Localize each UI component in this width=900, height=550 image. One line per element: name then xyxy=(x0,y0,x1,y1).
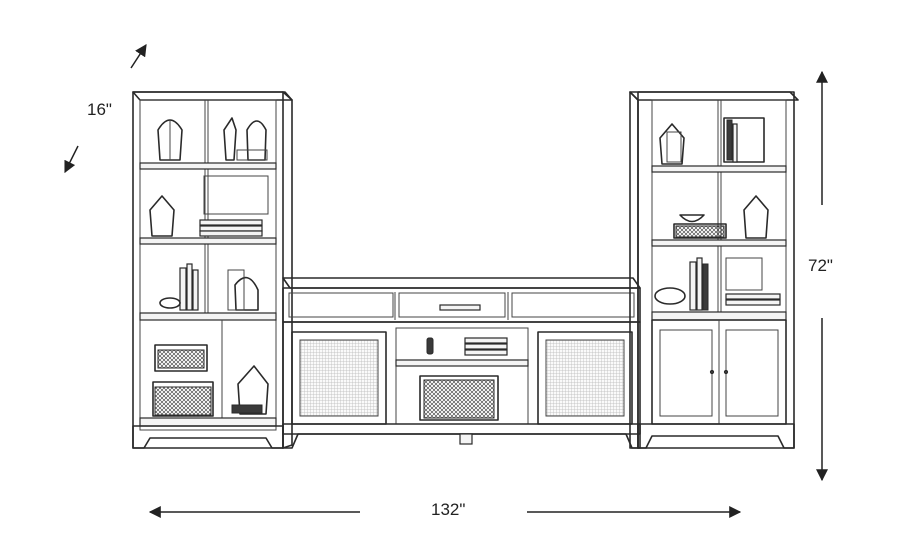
right-bookcase xyxy=(629,91,799,449)
depth-label: 16" xyxy=(87,100,112,119)
width-label: 132" xyxy=(431,500,466,519)
depth-arrow xyxy=(64,43,147,174)
height-label: 72" xyxy=(808,256,833,275)
media-console xyxy=(282,277,641,449)
left-bookcase xyxy=(132,91,293,449)
